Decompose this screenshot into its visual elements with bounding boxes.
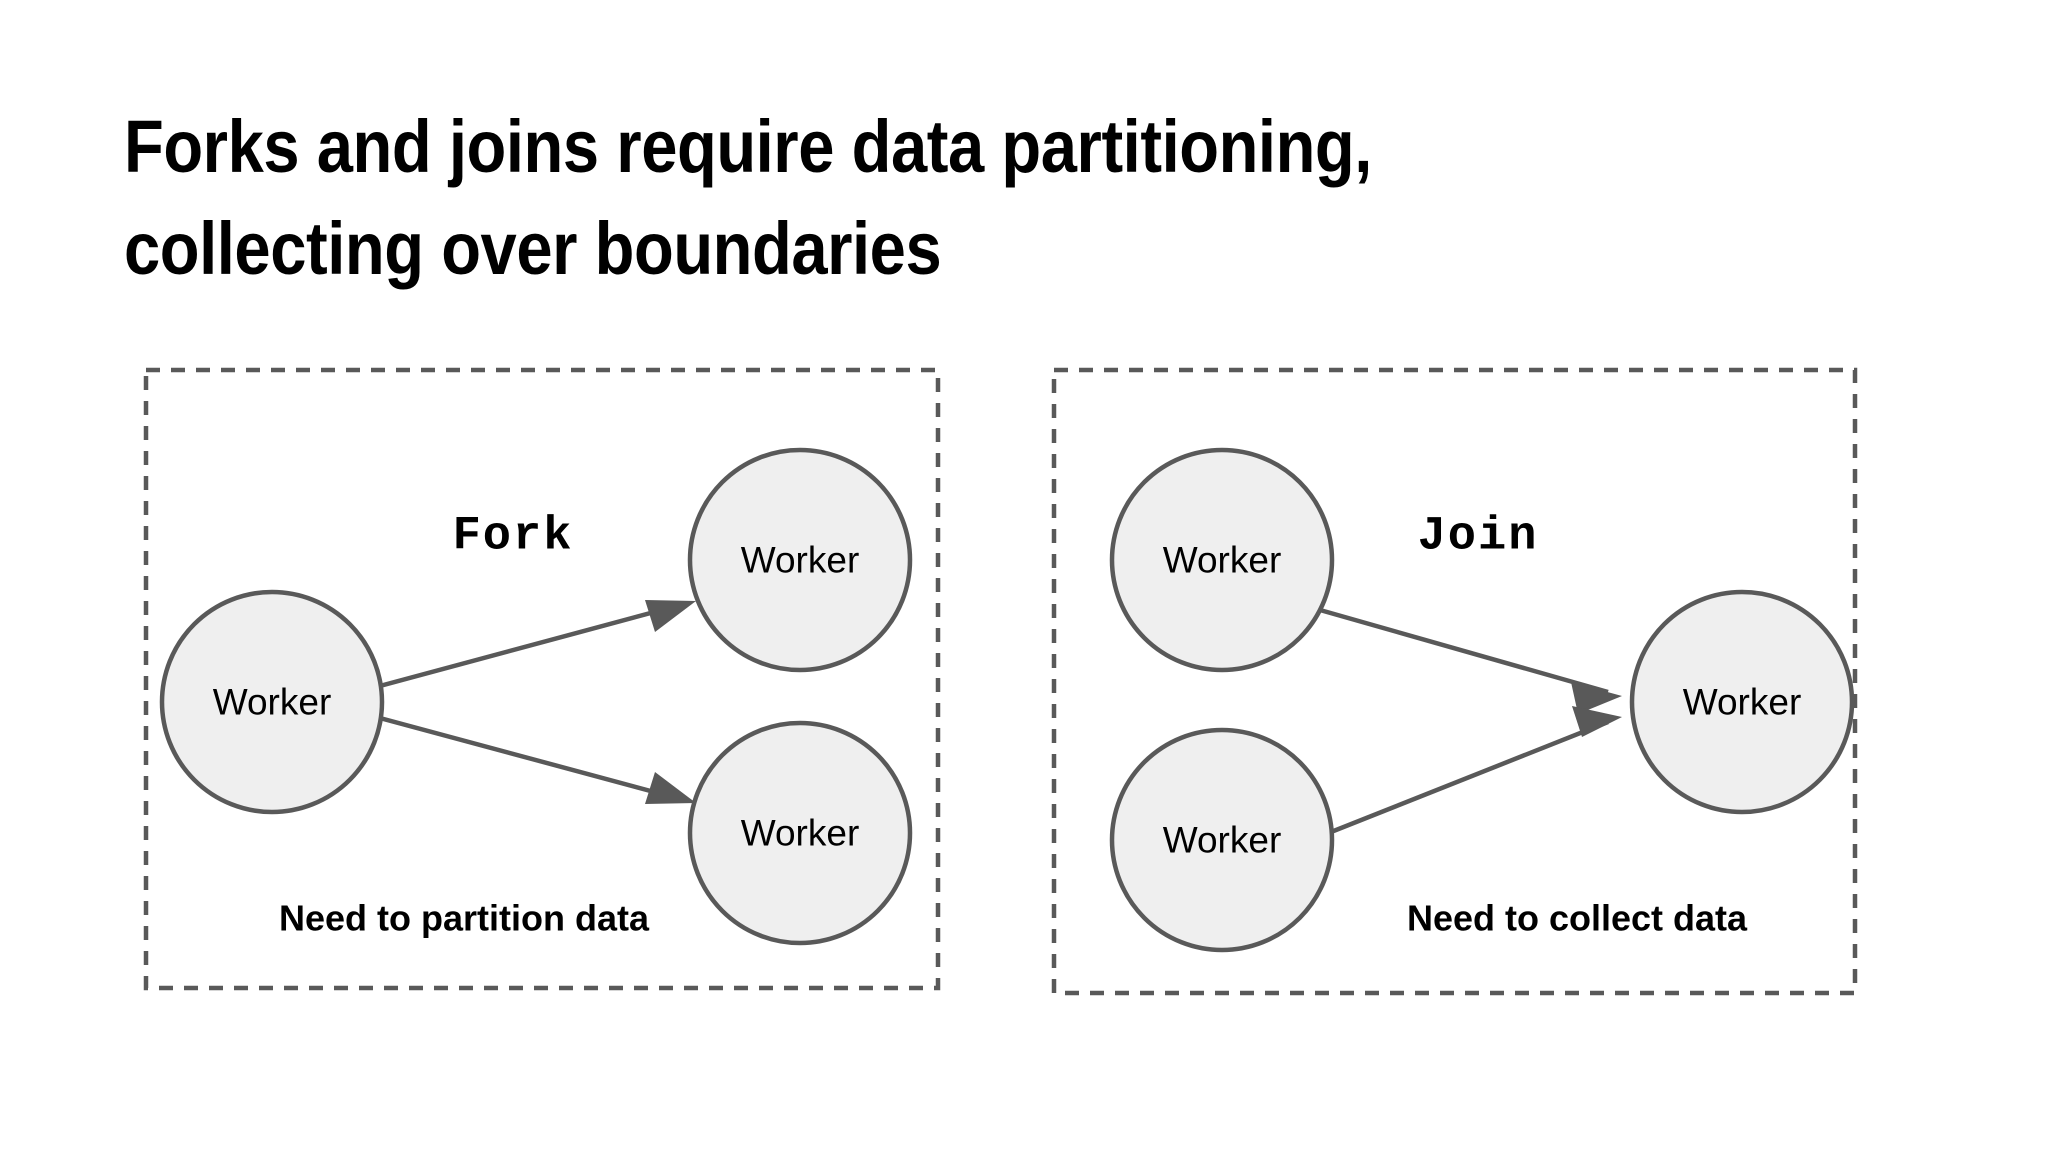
node-label: Worker [1683,682,1802,723]
node-fork-target-top[interactable]: Worker [687,447,913,673]
arrowhead-icon [645,600,696,632]
panel-fork: Worker Worker Worker Fork Need to partit… [143,367,941,991]
node-join-source-bottom[interactable]: Worker [1109,727,1335,953]
node-fork-source[interactable]: Worker [159,589,385,815]
panel-fork-border [143,367,941,991]
node-join-target[interactable]: Worker [1629,589,1855,815]
node-fork-target-bottom[interactable]: Worker [687,720,913,946]
caption-join: Need to collect data [1407,898,1748,939]
node-label: Worker [1163,820,1282,861]
edge-label-fork: Fork [453,511,574,564]
node-label: Worker [741,813,860,854]
panel-join-border [1051,367,1858,996]
arrowhead-icon [645,772,696,804]
panel-join: Worker Worker Worker Join Need to collec… [1051,367,1858,996]
edge-fork-to-bottom [379,715,696,804]
edge-label-join: Join [1418,511,1539,564]
page-title: Forks and joins require data partitionin… [124,105,1372,291]
node-join-source-top[interactable]: Worker [1109,447,1335,673]
node-label: Worker [1163,540,1282,581]
caption-fork: Need to partition data [279,898,650,939]
node-label: Worker [741,540,860,581]
arrowhead-icon [1571,682,1622,714]
edge-join-from-top [1319,607,1622,714]
edge-fork-to-top [379,600,696,689]
edge-join-from-bottom [1325,706,1622,837]
arrowhead-icon [1572,706,1622,737]
node-label: Worker [213,682,332,723]
